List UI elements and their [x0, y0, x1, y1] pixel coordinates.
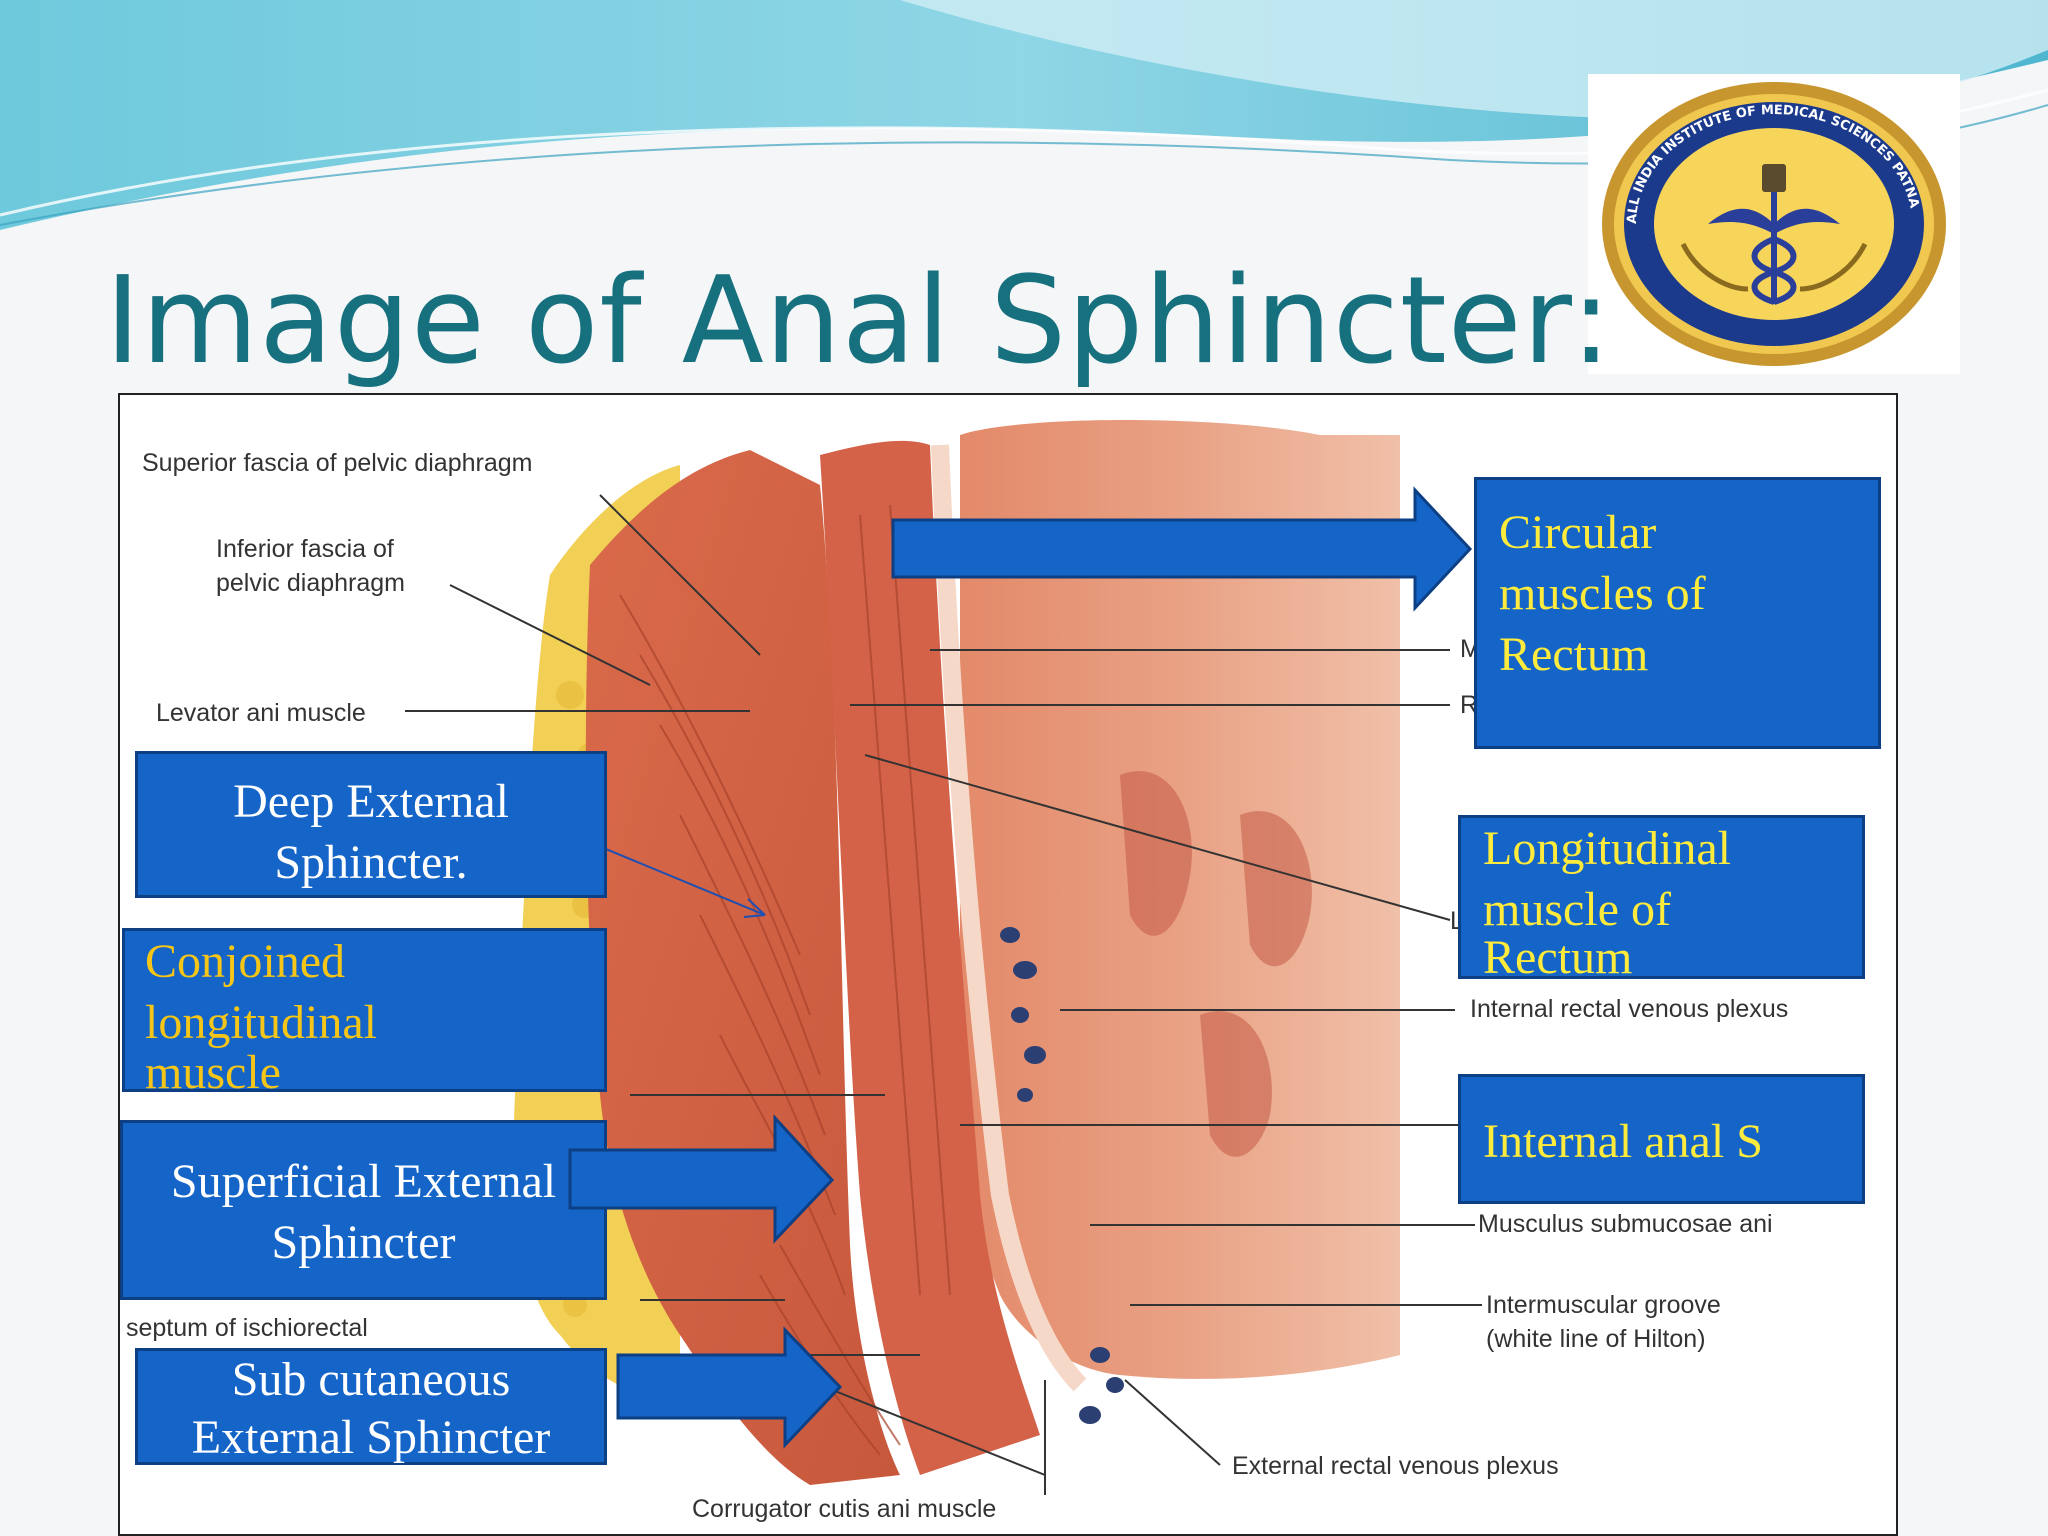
label-septum: septum of ischiorectal [126, 1314, 368, 1342]
label-intermuscular-groove-2: (white line of Hilton) [1486, 1325, 1706, 1353]
callout-circular-line-1: Circular [1499, 506, 1657, 559]
venous-plexus-dots [1000, 927, 1124, 1424]
callout-circular-line-3: Rectum [1499, 628, 1649, 681]
callout-subcutaneous-line-2: External Sphincter [191, 1411, 551, 1464]
label-superior-fascia: Superior fascia of pelvic diaphragm [142, 449, 533, 477]
callout-conjoined-line-1: Conjoined [145, 935, 345, 988]
callout-deep-line-2: Sphincter. [274, 836, 468, 889]
callout-longitudinal-line-3: Rectum [1483, 931, 1633, 984]
label-intermuscular-groove-1: Intermuscular groove [1486, 1291, 1721, 1319]
callout-deep-external: Deep External Sphincter. [135, 751, 607, 898]
callout-conjoined-longitudinal: Conjoined longitudinal muscle [122, 928, 607, 1099]
label-submucosae: Musculus submucosae ani [1478, 1210, 1773, 1238]
label-external-rectal-plexus: External rectal venous plexus [1232, 1452, 1559, 1480]
label-inferior-fascia-2: pelvic diaphragm [216, 569, 405, 597]
callout-deep-line-1: Deep External [233, 775, 509, 828]
slide-title: Image of Anal Sphincter: [105, 252, 1613, 391]
callout-subcutaneous-line-1: Sub cutaneous [231, 1353, 511, 1406]
label-levator-ani: Levator ani muscle [156, 699, 366, 727]
label-inferior-fascia-1: Inferior fascia of [216, 535, 394, 563]
callout-internal-anal: Internal anal S [1458, 1074, 1865, 1204]
callout-circular-muscles: Circular muscles of Rectum [1474, 477, 1881, 749]
leader-lines [405, 494, 1482, 1495]
callout-conjoined-line-2: longitudinal [145, 996, 377, 1049]
callout-superficial-external: Superficial External Sphincter [120, 1120, 607, 1300]
callout-internal-anal-text: Internal anal S [1483, 1115, 1763, 1168]
caduceus-emblem-icon: ALL INDIA INSTITUTE OF MEDICAL SCIENCES … [1602, 82, 1946, 366]
callout-superficial-line-1: Superficial External [170, 1155, 557, 1208]
anal-mucosa [931, 444, 1087, 1392]
institute-logo-panel: ALL INDIA INSTITUTE OF MEDICAL SCIENCES … [1588, 74, 1960, 374]
callout-longitudinal-line-1: Longitudinal [1483, 822, 1731, 875]
label-corrugator: Corrugator cutis ani muscle [692, 1495, 997, 1523]
label-partial-r: R [1460, 691, 1479, 719]
callout-longitudinal-line-2: muscle of [1483, 883, 1671, 936]
callout-circular-line-2: muscles of [1499, 567, 1706, 620]
callout-conjoined-line-3: muscle [145, 1046, 281, 1099]
callout-subcutaneous-external: Sub cutaneous External Sphincter [135, 1348, 607, 1465]
callout-superficial-line-2: Sphincter [271, 1216, 456, 1269]
label-internal-rectal-plexus: Internal rectal venous plexus [1470, 995, 1789, 1023]
callout-longitudinal-muscle: Longitudinal muscle of Rectum [1458, 815, 1865, 984]
